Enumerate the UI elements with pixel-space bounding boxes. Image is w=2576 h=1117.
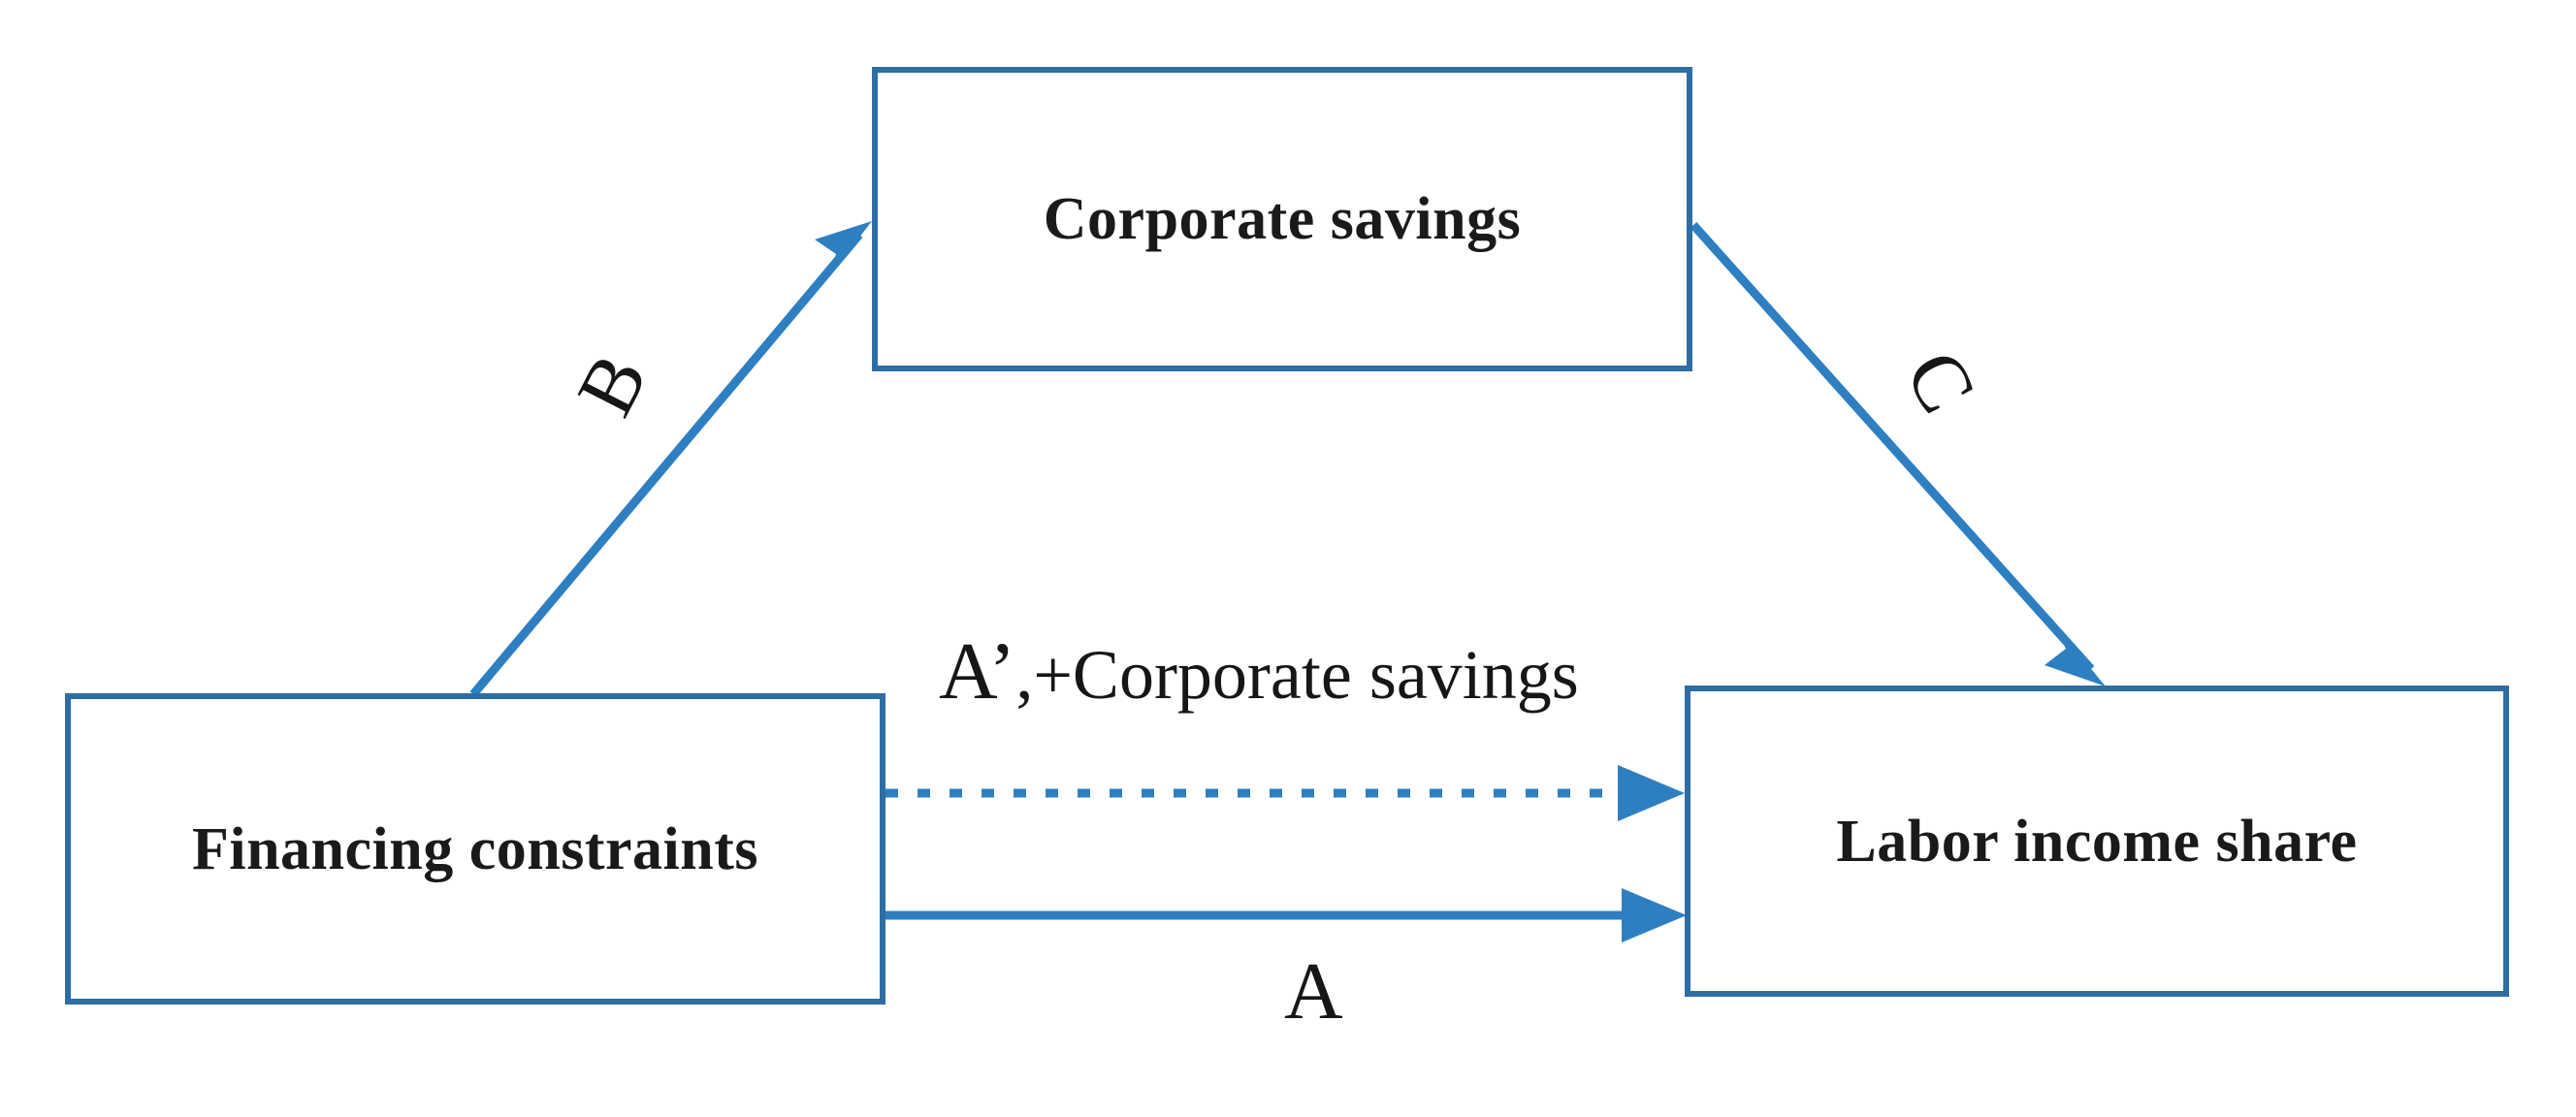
edge-a-arrowhead <box>1622 888 1687 942</box>
edge-b-path <box>469 221 872 697</box>
node-corporate-savings-label: Corporate savings <box>1043 186 1522 252</box>
node-labor-income-share-label: Labor income share <box>1836 808 2358 875</box>
edge-label-a-prime-main: A’ <box>939 626 1016 717</box>
edge-b-arrowhead <box>815 221 872 276</box>
node-financing-constraints[interactable]: Financing constraints <box>65 693 886 1005</box>
edge-a-path <box>886 888 1687 942</box>
edge-label-a: A <box>1284 946 1343 1037</box>
edge-c-arrowhead <box>2045 625 2106 686</box>
node-labor-income-share[interactable]: Labor income share <box>1685 686 2509 997</box>
edge-a-prime-path <box>886 765 1685 821</box>
node-financing-constraints-label: Financing constraints <box>191 815 759 882</box>
edge-label-a-prime-rest: ,+Corporate savings <box>1015 636 1579 714</box>
edge-c-path <box>1690 221 2106 686</box>
edge-a-prime-arrowhead <box>1618 765 1685 821</box>
node-corporate-savings[interactable]: Corporate savings <box>872 67 1692 371</box>
edge-label-a-prime: A’ ,+Corporate savings <box>939 631 1579 713</box>
